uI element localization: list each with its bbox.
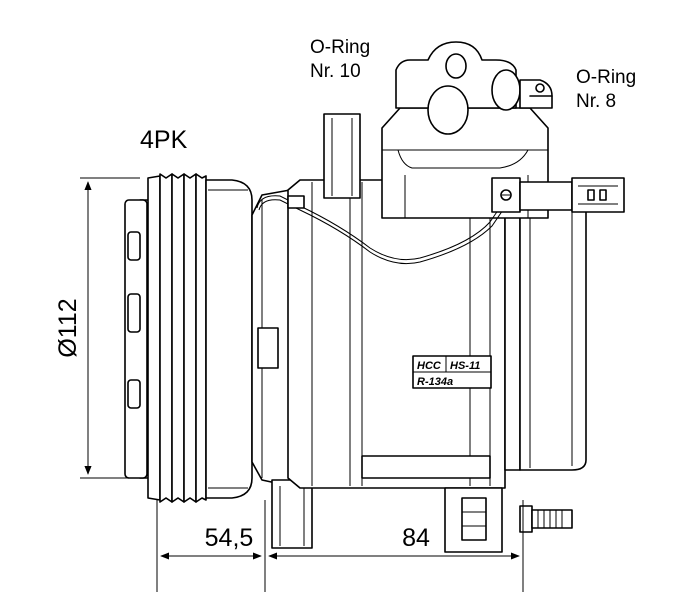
suction-port xyxy=(323,113,361,199)
discharge-opening xyxy=(427,85,469,135)
rear-mount xyxy=(444,487,573,553)
nameplate: HCC HS-11 R-134a xyxy=(412,355,492,389)
wire-harness xyxy=(256,177,625,265)
cylinder-body xyxy=(287,179,506,489)
oring-8-label-line1: O-Ring xyxy=(576,67,636,88)
diameter-label: Ø112 xyxy=(54,298,82,357)
nameplate-brand: HCC xyxy=(417,360,442,372)
pulley-grooves xyxy=(147,173,207,503)
body-width-label: 84 xyxy=(402,524,430,552)
pulley-width-label: 54,5 xyxy=(205,524,254,552)
bolt-hole xyxy=(445,53,467,79)
oring-8-label-line2: Nr. 8 xyxy=(576,91,616,112)
clutch-rivet-top xyxy=(127,231,141,261)
rear-head xyxy=(504,187,587,471)
front-housing xyxy=(251,189,313,549)
discharge-port xyxy=(519,79,553,109)
side-opening xyxy=(491,69,521,111)
clutch-rivet-bottom xyxy=(127,379,141,409)
belt-label: 4PK xyxy=(140,126,188,154)
pulley xyxy=(124,173,253,503)
housing-tab xyxy=(257,327,279,369)
pulley-rim xyxy=(205,179,253,499)
connector-bracket xyxy=(491,177,521,213)
stud-collar xyxy=(519,505,533,533)
nameplate-refrigerant: R-134a xyxy=(417,376,453,388)
wire-clip xyxy=(287,195,305,209)
clutch-rivet-middle xyxy=(127,293,141,333)
oring-10-label-line2: Nr. 10 xyxy=(310,61,361,82)
front-mount xyxy=(271,479,313,549)
oring-10-label-line1: O-Ring xyxy=(310,37,370,58)
dimensions xyxy=(80,177,524,592)
nameplate-model: HS-11 xyxy=(450,360,480,372)
connector-plug xyxy=(571,177,625,213)
mount-nut xyxy=(461,497,487,541)
electrical-connector xyxy=(519,181,573,211)
